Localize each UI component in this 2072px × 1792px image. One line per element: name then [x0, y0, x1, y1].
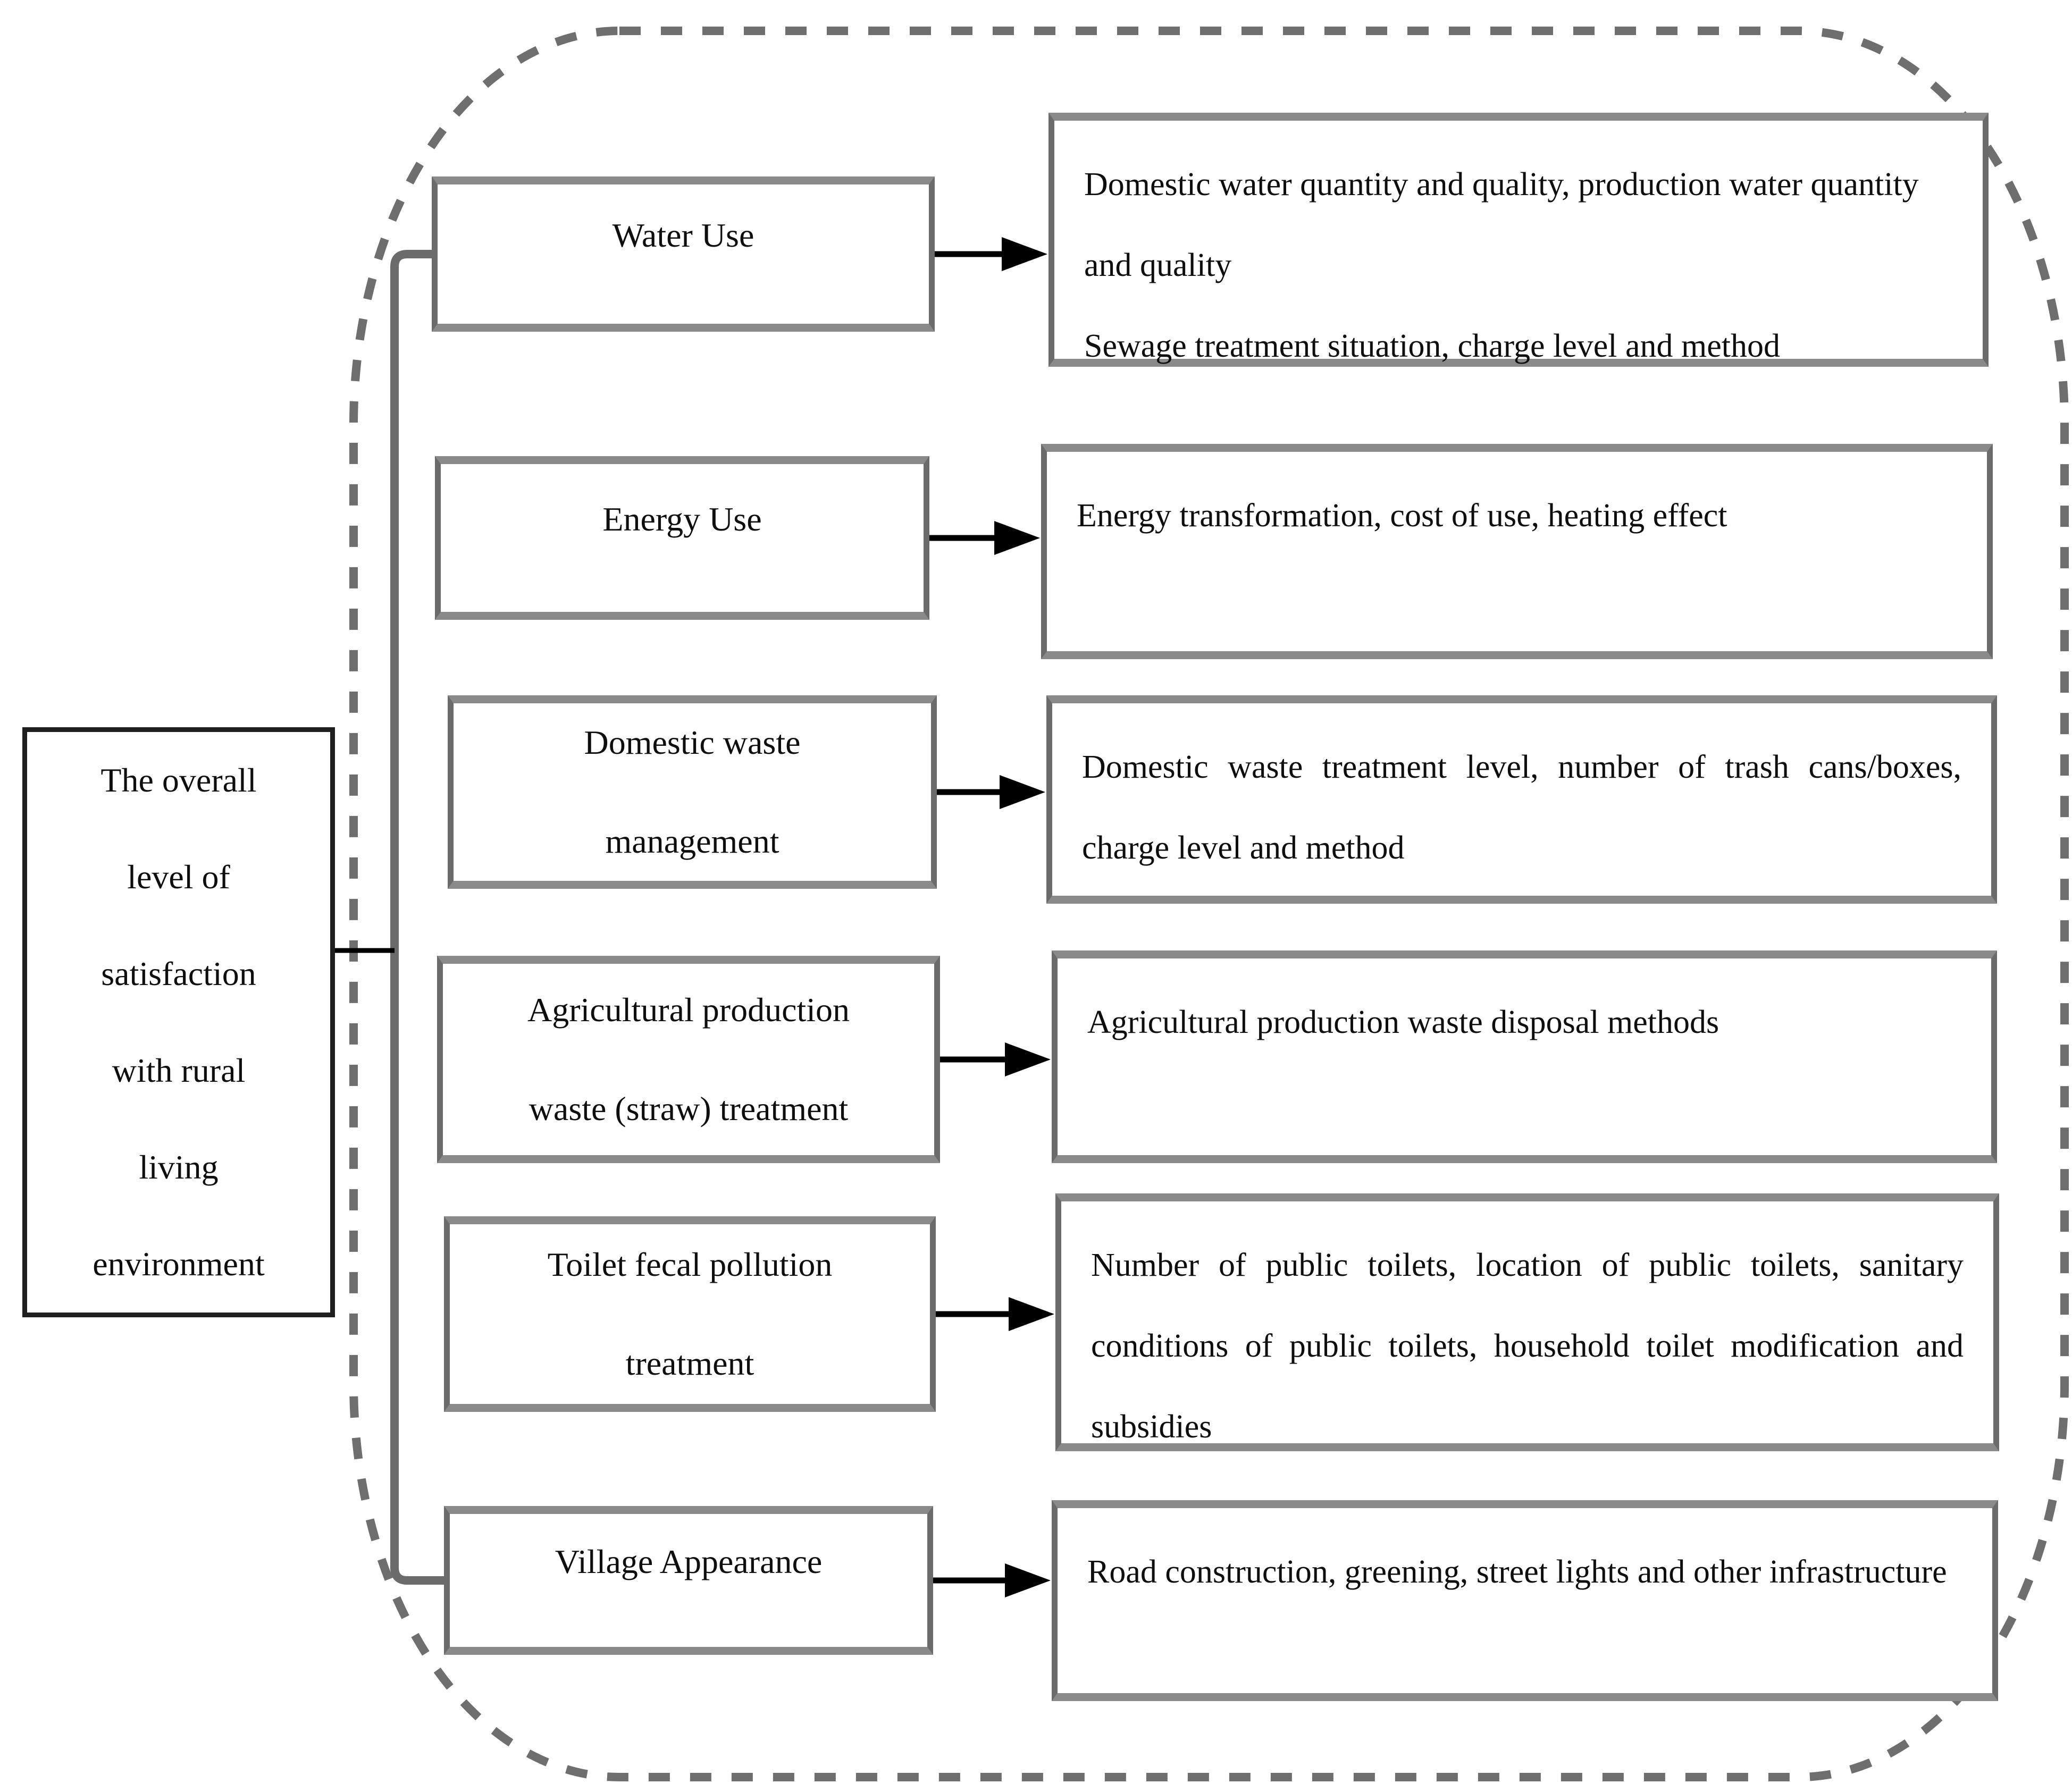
root-box-line: living [139, 1148, 219, 1186]
root-box-line: satisfaction [101, 955, 256, 992]
category-label: Agricultural production [527, 991, 850, 1029]
arrow-head-icon [1005, 1042, 1051, 1076]
arrow-head-icon [1002, 237, 1047, 271]
description-text: Domestic water quantity and quality, pro… [1084, 166, 1919, 283]
category-label: Energy Use [602, 500, 762, 538]
description-box-toilet-fecal-pollution-treatment: Number of public toilets, location of pu… [1055, 1193, 1999, 1451]
arrow-water-use [935, 237, 1047, 271]
arrow-head-icon [1000, 775, 1045, 809]
root-box-line: with rural [112, 1051, 246, 1089]
description-text: Road construction, greening, street ligh… [1087, 1554, 1947, 1590]
root-box-line: The overall [100, 761, 257, 799]
dashed-boundary [349, 27, 2069, 1781]
root-box-line: environment [93, 1245, 265, 1283]
category-label: treatment [625, 1344, 754, 1382]
category-label: management [605, 822, 779, 860]
category-label: Village Appearance [555, 1543, 823, 1580]
arrow-head-icon [1005, 1563, 1051, 1597]
description-box-village-appearance: Road construction, greening, street ligh… [1052, 1500, 1998, 1701]
arrow-head-icon [994, 521, 1040, 555]
category-label: Water Use [612, 216, 754, 254]
description-box-energy-use: Energy transformation, cost of use, heat… [1041, 444, 1993, 659]
root-box: The overall level of satisfaction with r… [22, 727, 335, 1317]
description-text: Number of public toilets, location of pu… [1091, 1247, 1964, 1445]
arrow-head-icon [1009, 1297, 1054, 1331]
description-text: Domestic waste treatment level, number o… [1082, 749, 1961, 866]
category-label: waste (straw) treatment [529, 1090, 849, 1128]
category-box-energy-use: Energy Use [435, 456, 929, 620]
arrow-village-appearance [933, 1563, 1051, 1597]
category-label: Domestic waste [584, 723, 801, 761]
arrow-domestic-waste-management [937, 775, 1045, 809]
category-box-domestic-waste-management: Domestic waste management [448, 695, 937, 889]
category-box-water-use: Water Use [432, 176, 935, 332]
description-box-agricultural-production-waste-treatment: Agricultural production waste disposal m… [1052, 950, 1997, 1163]
category-label: Toilet fecal pollution [547, 1246, 833, 1283]
arrow-toilet-fecal-pollution-treatment [936, 1297, 1054, 1331]
category-box-toilet-fecal-pollution-treatment: Toilet fecal pollution treatment [444, 1216, 936, 1412]
description-text: Sewage treatment situation, charge level… [1084, 328, 1781, 364]
arrow-agricultural-production-waste-treatment [940, 1042, 1051, 1076]
category-box-village-appearance: Village Appearance [444, 1506, 933, 1655]
arrow-energy-use [929, 521, 1040, 555]
description-text: Energy transformation, cost of use, heat… [1077, 498, 1727, 534]
description-box-water-use: Domestic water quantity and quality, pro… [1048, 113, 1989, 367]
description-box-domestic-waste-management: Domestic waste treatment level, number o… [1046, 695, 1997, 904]
category-box-agricultural-production-waste-treatment: Agricultural production waste (straw) tr… [437, 956, 940, 1163]
root-box-line: level of [127, 858, 230, 896]
description-text: Agricultural production waste disposal m… [1087, 1004, 1719, 1040]
connector-spine [390, 250, 444, 1585]
